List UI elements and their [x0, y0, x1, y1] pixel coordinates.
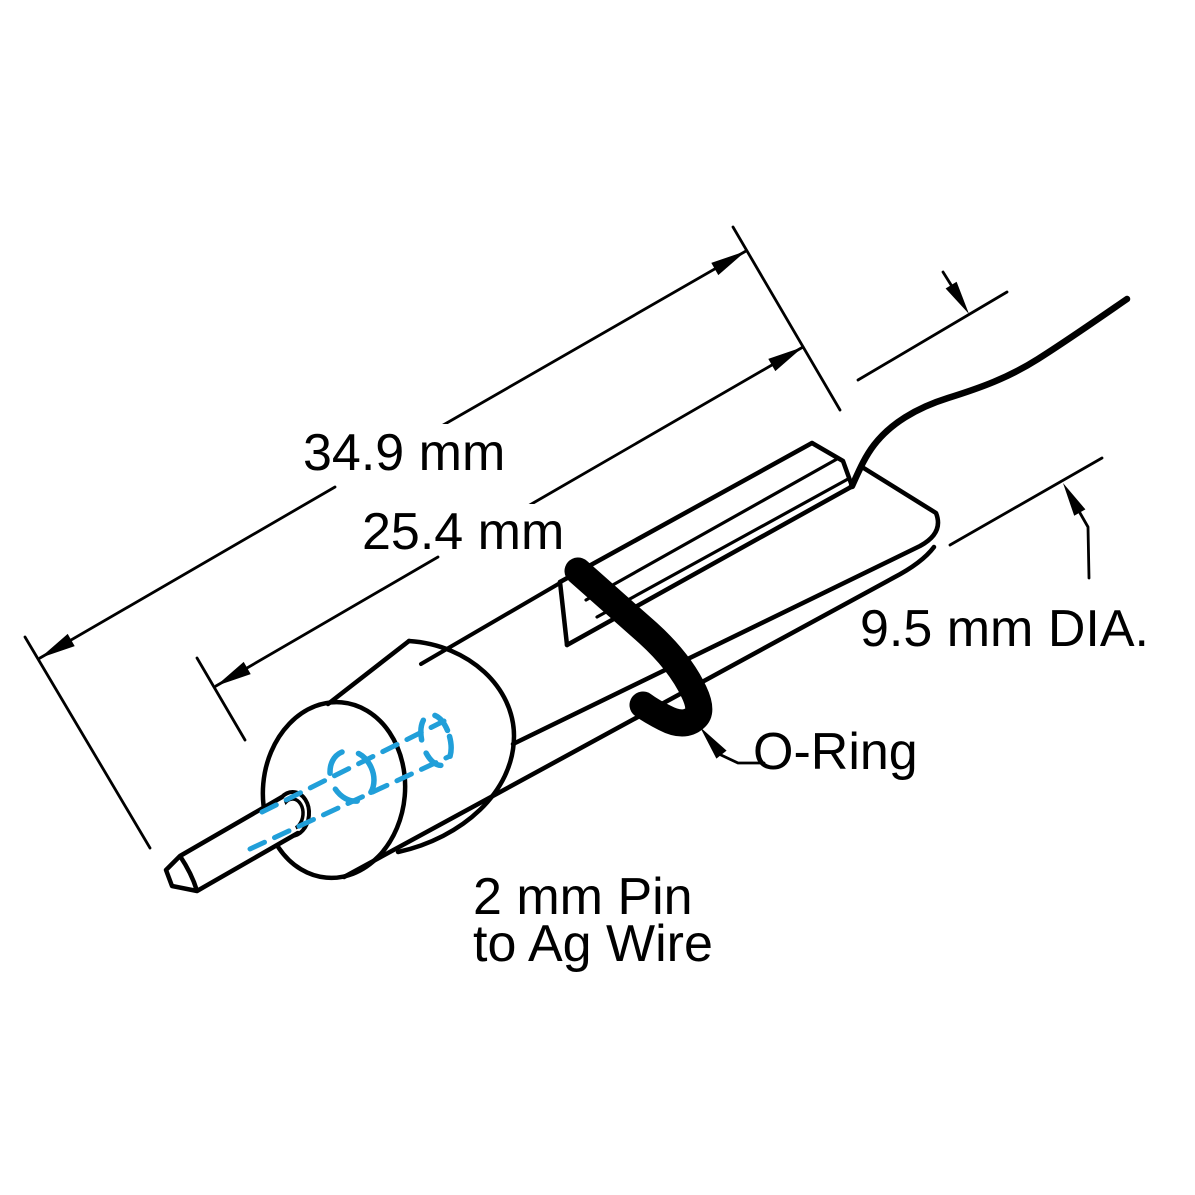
connector-pin-outline	[163, 794, 301, 894]
dim-line-exposed-length	[214, 345, 805, 688]
hidden-bore-line-lower	[247, 754, 451, 852]
label-diameter: 9.5 mm DIA.	[860, 600, 1149, 658]
arrowhead-diameter-bottom	[1063, 483, 1086, 516]
label-halo-exposed	[356, 504, 602, 554]
extension-lines	[23, 225, 1104, 850]
tab-top-edge	[557, 440, 815, 585]
diameter-leader-line	[1078, 511, 1091, 580]
label-exposed-length: 25.4 mm	[362, 503, 564, 561]
tab-left-edge	[557, 579, 570, 648]
o-ring	[564, 557, 713, 737]
flat-back-edge	[419, 581, 562, 666]
label-pin-line2: to Ag Wire	[473, 915, 713, 973]
tab-bottom-edge	[564, 484, 854, 648]
dim-line-overall-length	[38, 249, 748, 660]
label-halo-overall	[296, 424, 504, 476]
label-pin-line1: 2 mm Pin	[473, 868, 693, 926]
ag-wire	[848, 295, 1131, 490]
hidden-bore-circle-mid	[327, 748, 377, 804]
arrowhead-exposed-right	[768, 347, 803, 372]
groove-line-lower	[595, 477, 850, 619]
arrowhead-diameter-top	[945, 281, 969, 314]
arrowhead-overall-right	[711, 251, 746, 276]
oring-leader-line	[719, 753, 766, 765]
arrowhead-oring-leader	[700, 727, 727, 759]
body-bottom-edge	[341, 544, 937, 880]
hidden-bore-line-upper	[259, 718, 447, 815]
arrowhead-exposed-left	[216, 661, 251, 686]
milled-cut-arc	[395, 638, 517, 855]
flat-near-edge-rounded-end	[510, 464, 941, 747]
label-overall-length: 34.9 mm	[303, 424, 505, 482]
body-top-edge	[325, 638, 412, 707]
groove-line-upper	[584, 457, 839, 602]
hidden-bore-circle-end	[418, 711, 454, 769]
connector-pin-body	[166, 797, 298, 891]
arrowhead-overall-left	[40, 633, 75, 658]
label-oring: O-Ring	[753, 723, 918, 781]
